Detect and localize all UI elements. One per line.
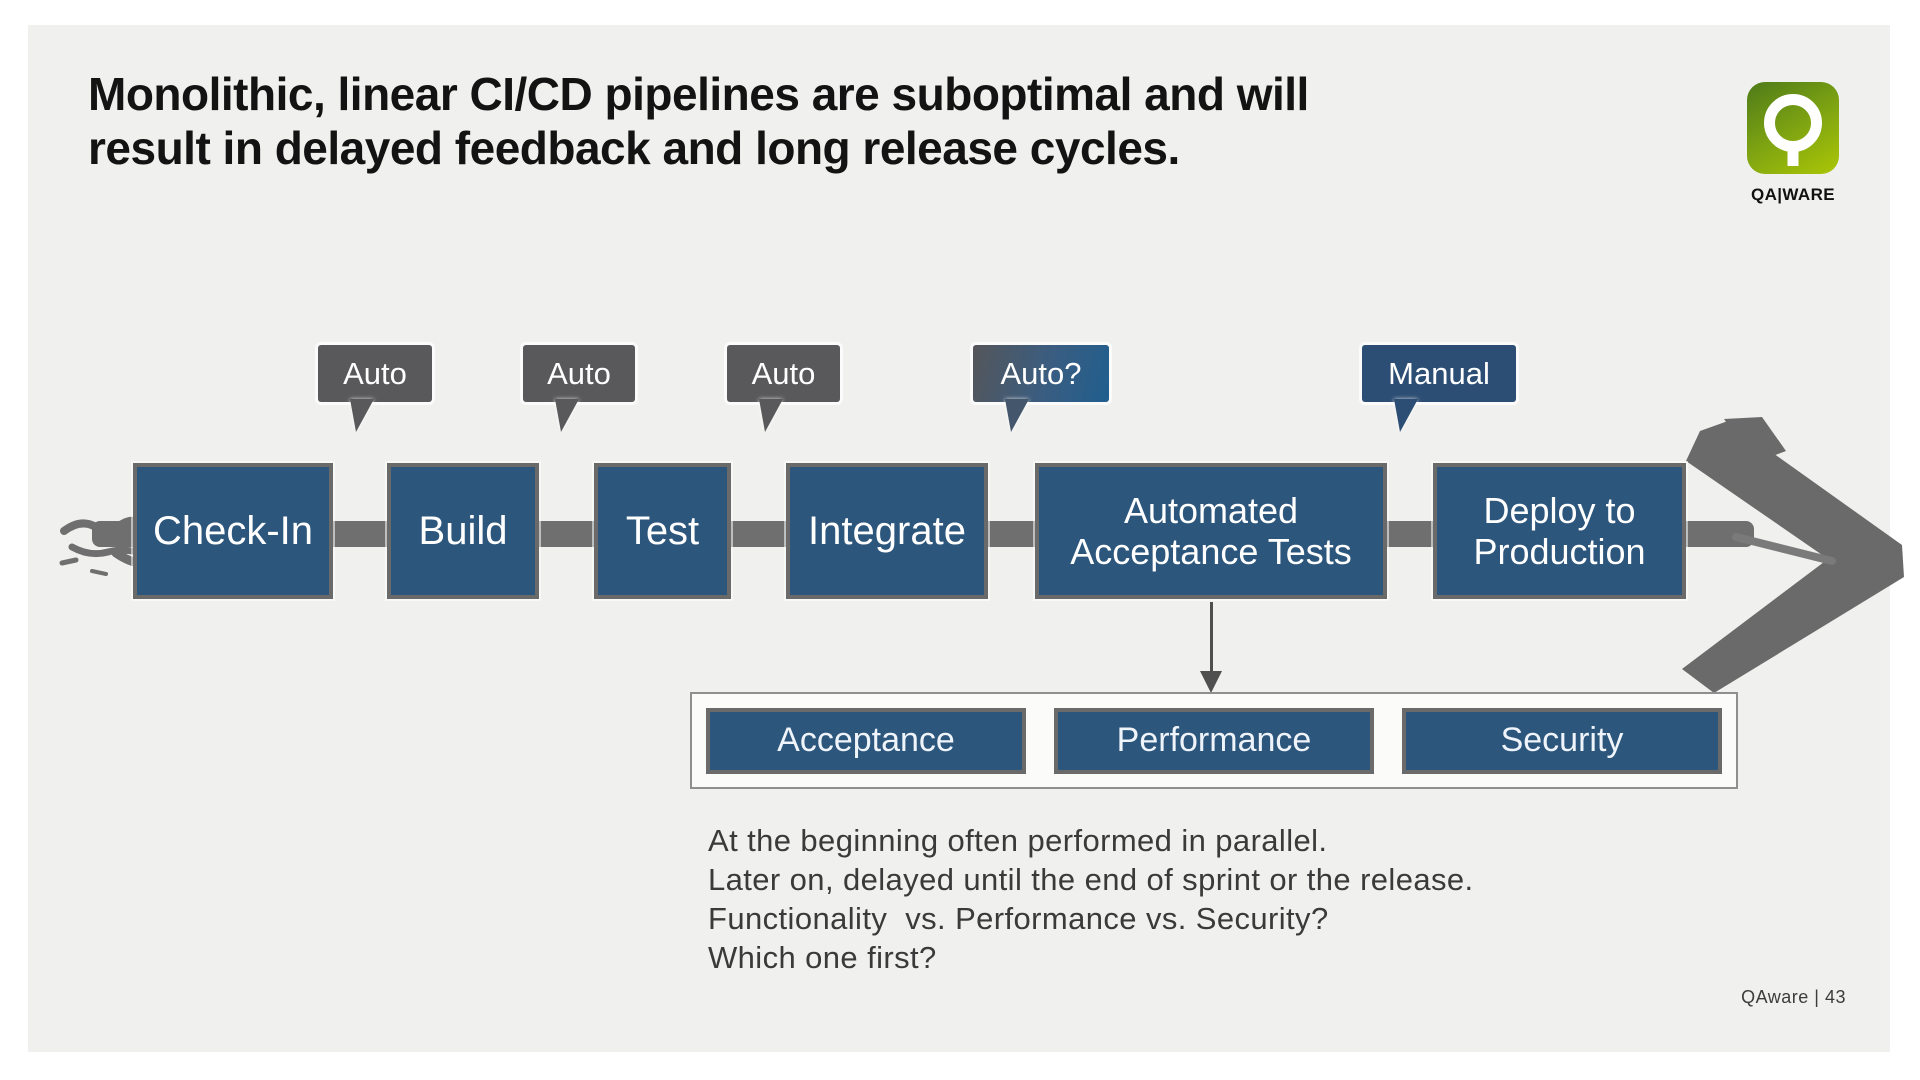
stage-label: Automated Acceptance Tests [1070,490,1352,572]
stage-build: Build [387,463,539,599]
badge-auto-2: Auto [523,345,635,402]
stage-label: Test [625,508,700,553]
badge-tail-2 [555,399,579,432]
slide-canvas: Monolithic, linear CI/CD pipelines are s… [28,25,1904,1052]
badge-label: Auto [751,355,816,391]
badge-tail-5 [1394,399,1418,432]
qaware-wordmark: QA|WARE [1750,185,1836,204]
stage-automated-acceptance-tests: Automated Acceptance Tests [1035,463,1387,599]
stage-label: Deploy to Production [1473,490,1646,572]
notes-block: At the beginning often performed in para… [708,821,1474,977]
badge-auto-question: Auto? [973,345,1109,402]
stage-deploy-to-production: Deploy to Production [1433,463,1686,599]
stage-test: Test [594,463,731,599]
slide-title: Monolithic, linear CI/CD pipelines are s… [88,67,1309,175]
deferred-tests-arrow-line [1210,602,1213,674]
deferred-tests-arrow-head [1200,671,1222,693]
stage-check-in: Check-In [133,463,333,599]
deferred-test-acceptance: Acceptance [706,707,1026,774]
badge-tail-3 [759,399,783,432]
badge-label: Auto [547,355,611,391]
slide-title-line2: result in delayed feedback and long rele… [88,122,1180,174]
deferred-test-security: Security [1402,707,1722,774]
pipeline-arrowhead [1682,417,1904,693]
stage-integrate: Integrate [786,463,988,599]
stage-label: Check-In [152,508,314,553]
deferred-test-performance: Performance [1054,707,1374,774]
note-line: Later on, delayed until the end of sprin… [708,862,1474,897]
slide-title-line1: Monolithic, linear CI/CD pipelines are s… [88,68,1309,120]
logo-magnifier-stem [1787,148,1799,166]
note-line: Functionality vs. Performance vs. Securi… [708,901,1329,936]
deferred-test-label: Performance [1116,721,1312,759]
note-line: At the beginning often performed in para… [708,823,1328,858]
badge-tail-4 [1005,399,1029,432]
badge-auto-1: Auto [318,345,432,402]
badge-manual: Manual [1362,345,1516,402]
deferred-test-label: Acceptance [777,721,955,759]
logo-magnifier-ring [1764,94,1822,152]
stage-label: Integrate [808,508,966,553]
badge-tail-1 [350,399,374,432]
badge-label: Auto [343,355,407,391]
deferred-test-label: Security [1500,721,1624,759]
stage-label: Build [418,508,508,553]
badge-label: Auto? [1000,355,1082,391]
badge-auto-3: Auto [727,345,840,402]
badge-label: Manual [1388,355,1490,391]
qaware-logo-icon [1747,82,1839,174]
note-line: Which one first? [708,940,937,975]
deferred-tests-container: Acceptance Performance Security [690,692,1738,789]
slide-footer-page-number: QAware | 43 [1741,987,1846,1007]
